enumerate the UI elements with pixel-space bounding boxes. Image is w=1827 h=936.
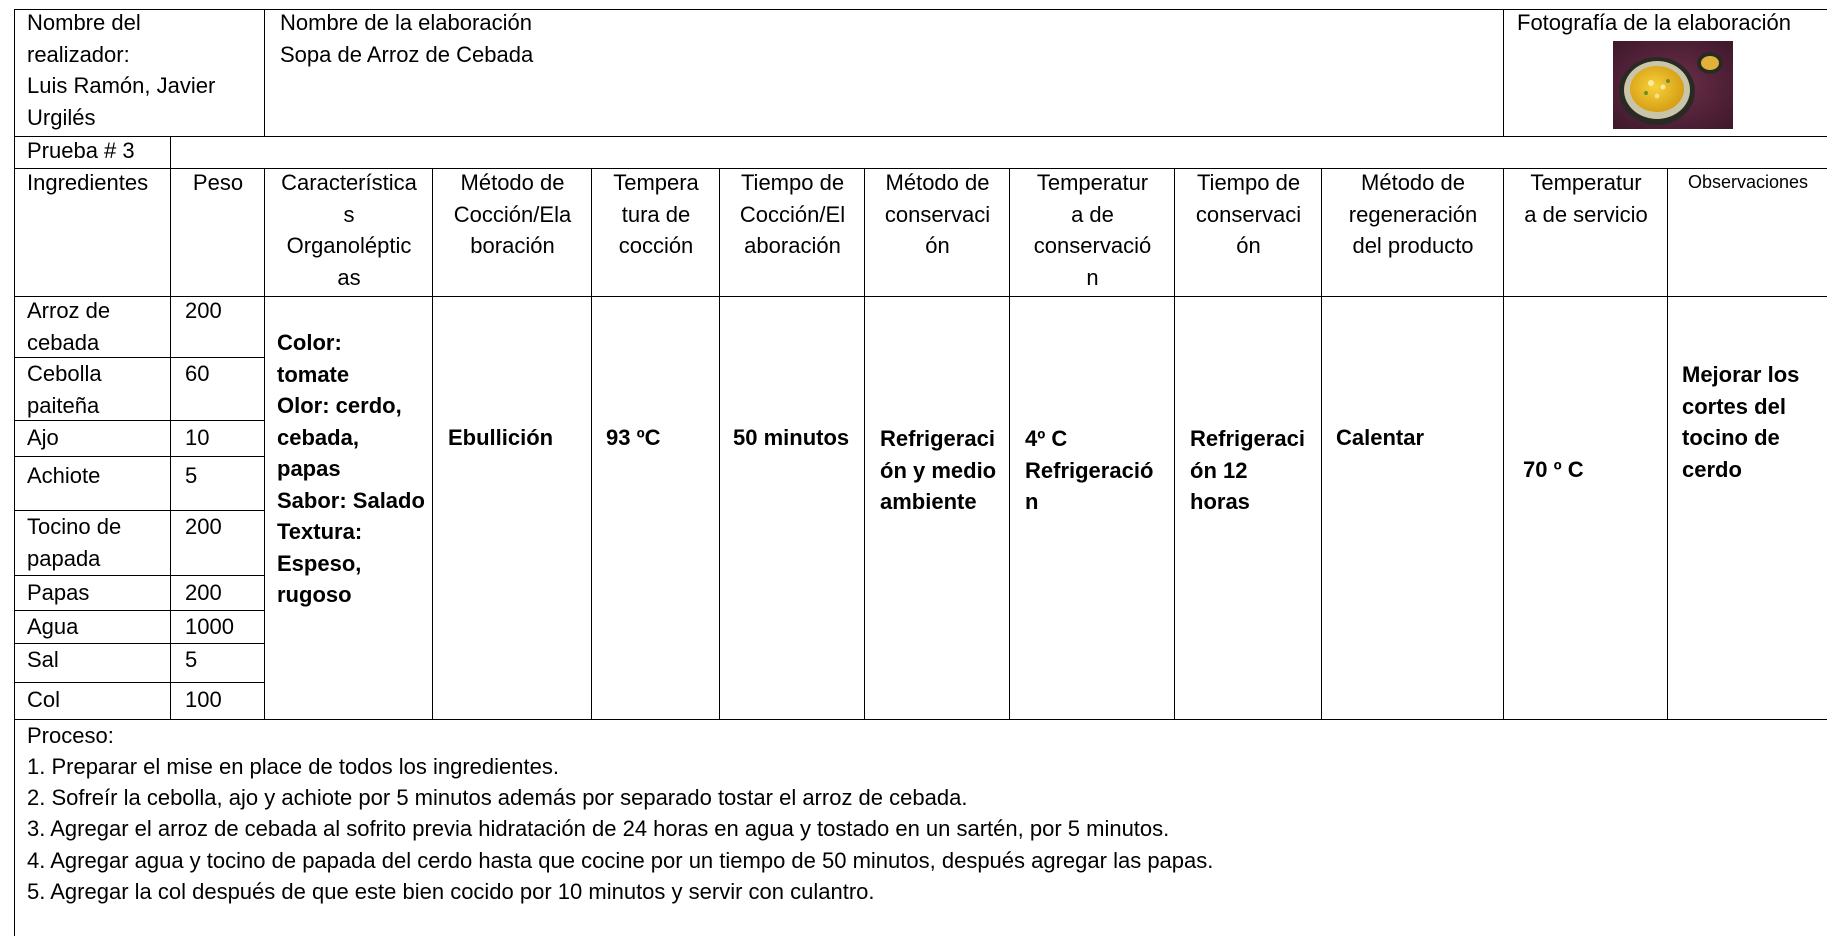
col-header-caracteristicas: Característica s Organoléptic as xyxy=(281,170,417,290)
ingredient-name: Cebolla paiteña xyxy=(27,361,102,418)
ingredient-name: Col xyxy=(27,687,61,712)
ingredient-weight: 200 xyxy=(185,514,222,539)
ingredient-name: Sal xyxy=(27,647,59,672)
proceso-step: 5. Agregar la col después de que este bi… xyxy=(27,879,875,904)
proceso-title: Proceso: xyxy=(27,723,114,748)
grid-line xyxy=(14,296,1827,297)
ingredient-weight: 1000 xyxy=(185,614,234,639)
dish-label: Nombre de la elaboración xyxy=(280,10,532,35)
col-header-tiempo-conservacion: Tiempo de conservaci ón xyxy=(1195,170,1302,258)
col-header-peso: Peso xyxy=(192,170,244,195)
ingredient-name: Tocino de papada xyxy=(27,514,122,571)
value-metodo-conservacion: Refrigeraci ón y medio ambiente xyxy=(880,426,997,514)
col-header-tiempo-coccion: Tiempo de Cocción/El aboración xyxy=(739,170,846,258)
grid-line xyxy=(264,9,265,136)
grid-line xyxy=(14,168,1827,169)
ingredient-weight: 5 xyxy=(185,647,198,672)
grid-line xyxy=(14,9,15,936)
grid-line xyxy=(14,643,264,644)
proceso-step: 3. Agregar el arroz de cebada al sofrito… xyxy=(27,816,1170,841)
value-temp-coccion: 93 ºC xyxy=(606,425,661,450)
col-header-temp-servicio: Temperatur a de servicio xyxy=(1524,170,1648,227)
ingredient-name: Achiote xyxy=(27,463,101,488)
grid-line xyxy=(170,136,171,168)
author-label: Nombre del realizador: xyxy=(27,10,141,67)
value-observaciones: Mejorar los cortes del tocino de cerdo xyxy=(1682,362,1800,482)
grid-line xyxy=(264,168,265,719)
prueba-label: Prueba # 3 xyxy=(27,138,135,163)
dish-photo xyxy=(1613,41,1733,129)
grid-line xyxy=(14,719,1827,720)
col-header-metodo-conservacion: Método de conservaci ón xyxy=(884,170,991,258)
grid-line xyxy=(14,510,264,511)
proceso-step: 1. Preparar el mise en place de todos lo… xyxy=(27,754,559,779)
grid-line xyxy=(1667,168,1668,719)
value-caracteristicas: Color: tomate Olor: cerdo, cebada, papas… xyxy=(277,330,425,607)
ingredient-name: Papas xyxy=(27,580,90,605)
ingredient-weight: 10 xyxy=(185,425,210,450)
grid-line xyxy=(14,610,264,611)
grid-line xyxy=(14,357,264,358)
value-temp-conservacion: 4º C Refrigeració n xyxy=(1025,426,1154,514)
grid-line xyxy=(14,9,1827,10)
author-value: Luis Ramón, Javier Urgilés xyxy=(27,73,216,130)
grid-line xyxy=(864,168,865,719)
col-header-metodo-coccion: Método de Cocción/Ela boración xyxy=(453,170,572,258)
photo-label: Fotografía de la elaboración xyxy=(1517,10,1791,35)
col-header-temp-coccion: Tempera tura de cocción xyxy=(613,170,699,258)
grid-line xyxy=(14,682,264,683)
grid-line xyxy=(14,420,264,421)
col-header-ingredientes: Ingredientes xyxy=(27,170,149,195)
grid-line xyxy=(170,168,171,719)
grid-line xyxy=(14,456,264,457)
col-header-observaciones: Observaciones xyxy=(1687,172,1809,192)
value-metodo-coccion: Ebullición xyxy=(448,425,554,450)
value-tiempo-conservacion: Refrigeraci ón 12 horas xyxy=(1190,426,1305,514)
grid-line xyxy=(432,168,433,719)
ingredient-weight: 100 xyxy=(185,687,222,712)
ingredient-name: Arroz de cebada xyxy=(27,298,111,355)
ingredient-weight: 200 xyxy=(185,298,222,323)
grid-line xyxy=(14,575,264,576)
ingredient-name: Ajo xyxy=(27,425,59,450)
ingredient-name: Agua xyxy=(27,614,79,639)
dish-name: Sopa de Arroz de Cebada xyxy=(280,42,534,67)
value-temp-servicio: 70 º C xyxy=(1523,457,1584,482)
grid-line xyxy=(1503,9,1504,136)
grid-line xyxy=(1321,168,1322,719)
grid-line xyxy=(1009,168,1010,719)
grid-line xyxy=(1503,168,1504,719)
grid-line xyxy=(591,168,592,719)
ingredient-weight: 60 xyxy=(185,361,210,386)
ingredient-weight: 200 xyxy=(185,580,222,605)
col-header-metodo-regeneracion: Método de regeneración del producto xyxy=(1348,170,1478,258)
proceso-step: 4. Agregar agua y tocino de papada del c… xyxy=(27,848,1214,873)
value-tiempo-coccion: 50 minutos xyxy=(733,425,850,450)
grid-line xyxy=(1174,168,1175,719)
ingredient-weight: 5 xyxy=(185,463,198,488)
grid-line xyxy=(719,168,720,719)
value-metodo-regeneracion: Calentar xyxy=(1336,425,1425,450)
proceso-step: 2. Sofreír la cebolla, ajo y achiote por… xyxy=(27,785,968,810)
grid-line xyxy=(14,136,1827,137)
col-header-temp-conservacion: Temperatur a de conservació n xyxy=(1033,170,1152,290)
